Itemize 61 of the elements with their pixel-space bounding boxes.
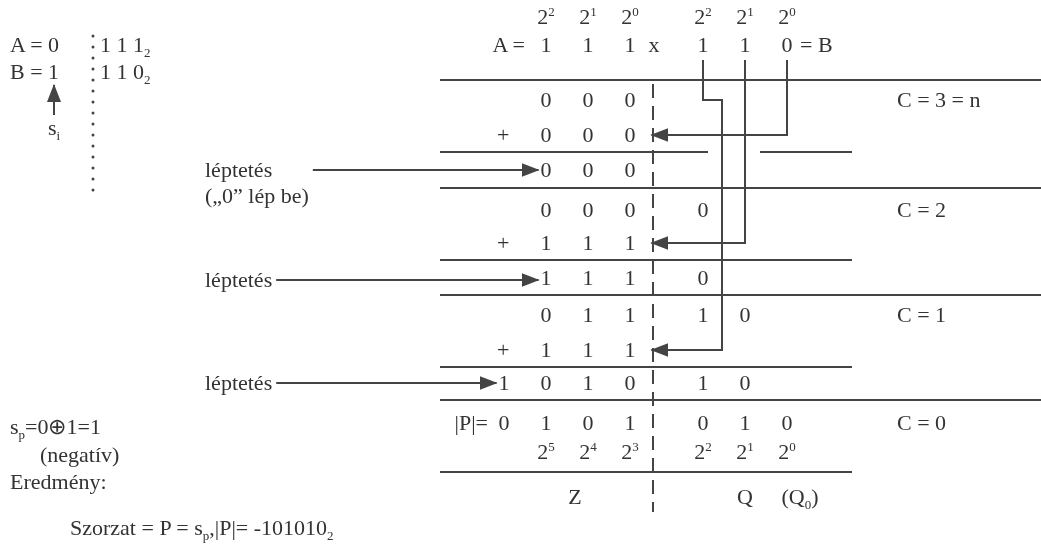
bit-digits: 1 1 0$_{2}$ [100, 59, 151, 85]
bit-digits: 1 1 1 [540, 32, 636, 58]
bit-digits: 1 1 1$_{2}$ [100, 32, 151, 58]
bit-digits: 0 0 0 [540, 157, 636, 183]
register-name: (Q$_{0}$) [781, 484, 819, 510]
bit-digits: 1 1 1 [540, 265, 636, 291]
place-value: 2$^{3}$ [621, 439, 639, 465]
place-value: 2$^{1}$ [736, 4, 754, 30]
bit-digits: 0 0 0 [540, 87, 636, 113]
equation-text: A = [492, 32, 525, 58]
counter-value: C = 3 = n [897, 87, 981, 113]
multiply-sign: x [648, 32, 660, 58]
sign-label: s$_{i}$ [47, 115, 61, 141]
multiplier-bit: 0 [781, 32, 793, 58]
bit-digits: 0 1 0 1 [498, 410, 636, 436]
place-value: 2$^{5}$ [537, 439, 555, 465]
place-value: 2$^{2}$ [694, 4, 712, 30]
place-value: 2$^{2}$ [537, 4, 555, 30]
bit-digits: 0 1 1 [540, 302, 636, 328]
arrow [650, 59, 723, 357]
equation-text: Szorzat = P = s$_{p}$,|P|= -101010$_{2}$ [70, 515, 334, 541]
register-name: Q [737, 484, 753, 510]
place-value: 2$^{0}$ [778, 4, 796, 30]
addend-row: + 1 1 1 [497, 337, 652, 363]
bit-digits: 1 0 [697, 370, 751, 396]
arrow [47, 84, 61, 116]
place-value: 2$^{0}$ [621, 4, 639, 30]
counter-value: C = 1 [897, 302, 947, 328]
equation-text: s$_{p}$=0⊕1=1 [10, 414, 101, 440]
multiplier-bit: 1 [739, 32, 751, 58]
equation-text: A = 0 [10, 32, 60, 58]
register-name: Z [568, 484, 582, 510]
arrow [275, 273, 540, 287]
note-text: (negatív) [40, 442, 120, 468]
step-label: léptetés [205, 267, 273, 293]
arrow [311, 163, 540, 177]
bit-digits: 1 0 1 0 [498, 370, 636, 396]
addend-row: + 1 1 1 [497, 230, 652, 256]
equation-text: |P|= [454, 410, 488, 436]
step-label: léptetés [205, 370, 273, 396]
bit-digits: 0 1 0 [697, 410, 793, 436]
arrow [650, 59, 788, 142]
arrow [650, 59, 746, 250]
counter-value: C = 2 [897, 197, 947, 223]
multiplier-bit: 1 [697, 32, 709, 58]
addend-row: + 0 0 0 [497, 122, 652, 148]
equation-text: B = 1 [10, 59, 60, 85]
counter-value: C = 0 [897, 410, 947, 436]
place-value: 2$^{0}$ [778, 439, 796, 465]
place-value: 2$^{1}$ [579, 4, 597, 30]
bit-digits: 1 0 [697, 302, 751, 328]
step-label: léptetés („0” lép be) [205, 157, 309, 209]
place-value: 2$^{2}$ [694, 439, 712, 465]
place-value: 2$^{4}$ [579, 439, 597, 465]
arrow [275, 376, 498, 390]
note-text: Eredmény: [10, 469, 107, 495]
place-value: 2$^{1}$ [736, 439, 754, 465]
equation-text: = B [800, 32, 833, 58]
bit-digits: 0 [697, 265, 709, 291]
bit-digits: 0 0 0 [540, 197, 636, 223]
bit-digits: 0 [697, 197, 709, 223]
